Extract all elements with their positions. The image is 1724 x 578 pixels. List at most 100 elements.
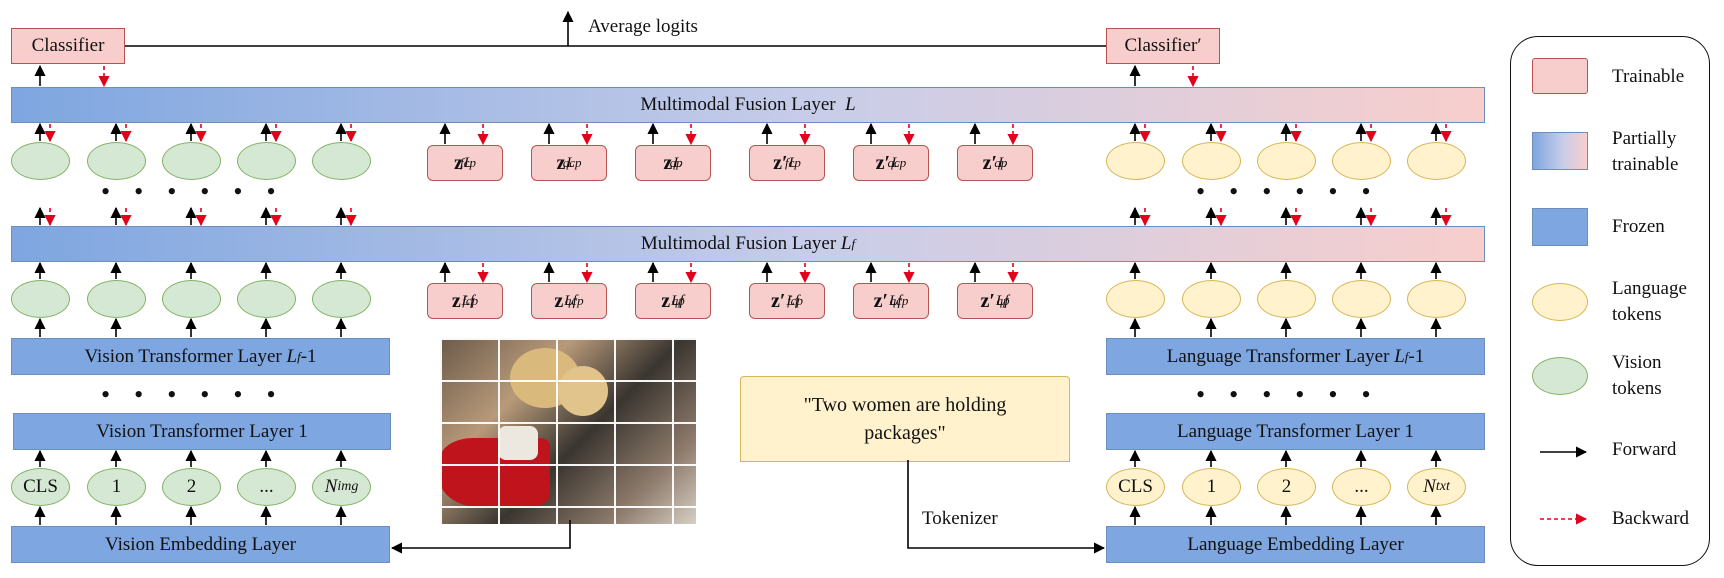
legend-language-line-2: tokens bbox=[1612, 304, 1662, 325]
prompt-sup: Lf bbox=[786, 292, 800, 309]
language-token-lower bbox=[1407, 280, 1466, 318]
vision-layer-lf-italic: L bbox=[286, 345, 298, 367]
legend-swatch-language bbox=[1532, 283, 1588, 321]
vision-embedding-layer: Vision Embedding Layer bbox=[11, 526, 390, 563]
language-transformer-layer-1: Language Transformer Layer 1 bbox=[1106, 413, 1485, 450]
legend-partial-line-2: trainable bbox=[1612, 154, 1679, 175]
language-token-upper bbox=[1332, 142, 1391, 180]
vision-token-upper bbox=[11, 142, 70, 180]
prompt-sup: Lf bbox=[996, 292, 1009, 309]
vision-layer-lf-suffix: -1 bbox=[300, 345, 317, 367]
vision-token-upper bbox=[162, 142, 221, 180]
prompt-sub: fcp bbox=[460, 155, 477, 170]
prompt-sup: L bbox=[788, 154, 797, 171]
legend-swatch-partial bbox=[1532, 132, 1588, 170]
language-ellipsis-dots: •••••• bbox=[1196, 177, 1395, 206]
vision-ellipsis-dots: •••••• bbox=[101, 177, 300, 206]
legend-vision-line-2: tokens bbox=[1612, 378, 1662, 399]
language-embedding-layer: Language Embedding Layer bbox=[1106, 526, 1485, 563]
image-to-embedding-arrow bbox=[390, 520, 571, 554]
fusion-mid-sub: f bbox=[851, 236, 856, 251]
language-layer-dots: •••••• bbox=[1196, 380, 1395, 409]
prompt-sup: Lf bbox=[671, 292, 684, 309]
language-token-label: ... bbox=[1354, 476, 1369, 497]
classifier-right: Classifier′ bbox=[1106, 28, 1220, 64]
legend-swatch-frozen bbox=[1532, 208, 1588, 246]
language-layer-lf-sub: f bbox=[1404, 348, 1409, 364]
legend-swatch-trainable bbox=[1532, 58, 1588, 94]
vision-input-token: 1 bbox=[87, 468, 146, 506]
classifier-right-label: Classifier′ bbox=[1124, 35, 1202, 56]
caption-line-2: packages" bbox=[864, 422, 946, 444]
prompt-sub: qp bbox=[669, 155, 683, 170]
prompt-z: z bbox=[661, 289, 671, 312]
legend-forward-label: Forward bbox=[1612, 439, 1677, 460]
language-layer-lf-italic: L bbox=[1394, 345, 1405, 367]
prompt-sup: L bbox=[998, 154, 1007, 171]
vision-transformer-layer-1: Vision Transformer Layer 1 bbox=[13, 413, 391, 450]
fusion-mid-label: Multimodal Fusion Layer bbox=[640, 233, 837, 254]
legend-language-line-1: Language bbox=[1612, 278, 1687, 299]
vision-input-token: 2 bbox=[162, 468, 221, 506]
prompt-z: z bbox=[556, 151, 566, 174]
input-image bbox=[440, 338, 696, 524]
legend-swatch-vision bbox=[1532, 357, 1588, 395]
prompt-sub: qp bbox=[996, 293, 1010, 308]
legend-backward-label: Backward bbox=[1612, 508, 1690, 529]
caption-line-1: "Two women are holding bbox=[803, 394, 1007, 416]
prompt-sub: qcp bbox=[889, 293, 909, 308]
prompt-sub: fcp bbox=[787, 293, 803, 308]
prompt-sub: qp bbox=[671, 293, 685, 308]
vision-token-upper bbox=[312, 142, 371, 180]
language-layer-lf-suffix: -1 bbox=[1408, 345, 1425, 367]
language-token-lower bbox=[1332, 280, 1391, 318]
image-patch-grid bbox=[440, 338, 696, 524]
language-token-upper bbox=[1182, 142, 1241, 180]
vision-token-label: 2 bbox=[186, 476, 197, 497]
prompt-z: z′ bbox=[982, 151, 998, 174]
vision-token-upper bbox=[237, 142, 296, 180]
legend-vision-line-1: Vision bbox=[1612, 352, 1662, 373]
prompt-z: z′ bbox=[773, 151, 788, 174]
vision-input-token: ... bbox=[237, 468, 296, 506]
vision-layer-lf-label: Vision Transformer Layer bbox=[84, 345, 282, 367]
classifier-left: Classifier bbox=[11, 28, 125, 64]
prompt-z: z bbox=[451, 289, 461, 312]
language-token-label: CLS bbox=[1118, 476, 1153, 497]
language-layer-lf-label: Language Transformer Layer bbox=[1166, 345, 1390, 367]
classifier-left-label: Classifier bbox=[31, 35, 105, 56]
prompt-z: z′ bbox=[875, 151, 891, 174]
language-token-label: 1 bbox=[1206, 476, 1217, 497]
prompt-sub: qcp bbox=[562, 155, 582, 170]
language-embedding-label: Language Embedding Layer bbox=[1187, 533, 1404, 555]
language-token-lower bbox=[1257, 280, 1316, 318]
prompt-sub: qcp bbox=[887, 155, 907, 170]
language-token-lower bbox=[1182, 280, 1241, 318]
language-token-lower bbox=[1106, 280, 1165, 318]
vision-token-label: CLS bbox=[23, 476, 58, 497]
prompt-z: z′ bbox=[873, 289, 889, 312]
prompt-sub: qcp bbox=[564, 293, 584, 308]
prompt-sup: Lf bbox=[564, 292, 577, 309]
vision-token-lower bbox=[87, 280, 146, 318]
prompt-sub: fcp bbox=[784, 155, 801, 170]
language-token-upper bbox=[1407, 142, 1466, 180]
prompt-sup: L bbox=[673, 154, 682, 171]
prompt-z: z bbox=[554, 289, 564, 312]
language-input-token: CLS bbox=[1106, 468, 1165, 506]
caption-note: "Two women are holding packages" bbox=[740, 376, 1070, 462]
language-token-upper bbox=[1106, 142, 1165, 180]
prompt-sup: Lf bbox=[461, 292, 475, 309]
vision-layer-lf-sub: f bbox=[297, 348, 301, 364]
